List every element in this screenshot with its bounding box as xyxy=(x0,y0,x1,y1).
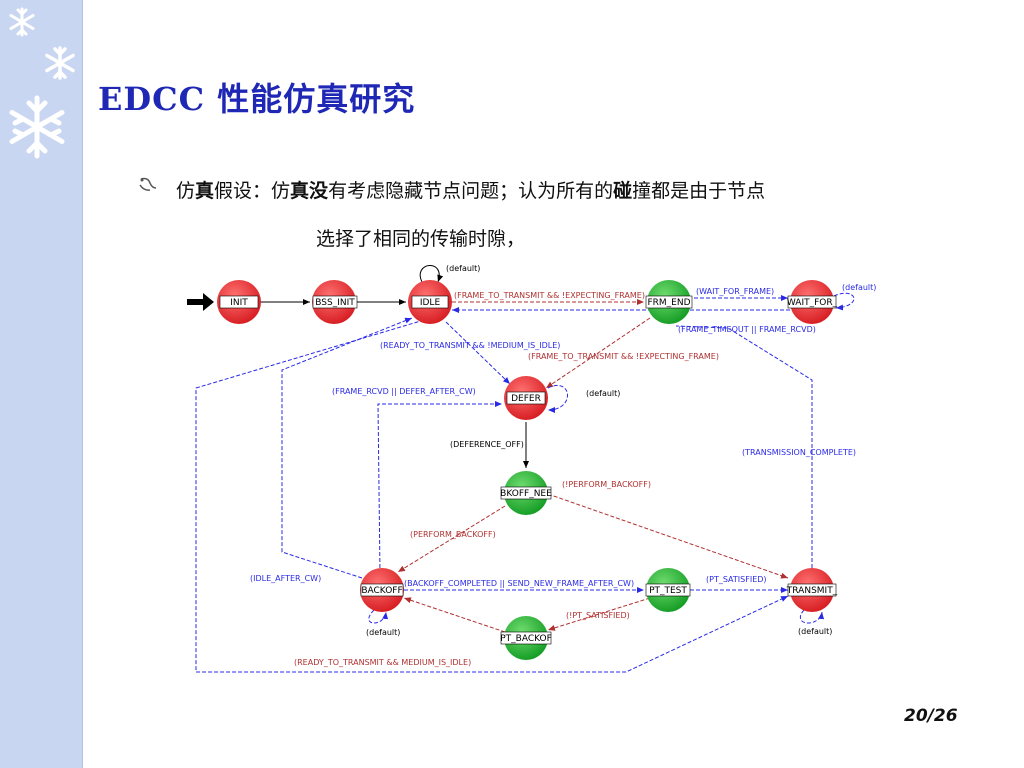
transition-idle-defer xyxy=(445,321,511,385)
edge-label: (FRAME_TO_TRANSMIT && !EXPECTING_FRAME) xyxy=(528,352,719,361)
snowflake-icon xyxy=(9,95,65,159)
edge-label: (DEFERENCE_OFF) xyxy=(450,440,524,449)
transition-defer-self-loop xyxy=(377,401,502,575)
bullet-text-part: 有考虑隐藏节点问题；认为所有的 xyxy=(328,180,614,202)
state-label: INIT xyxy=(230,298,248,308)
edge-label: (!PERFORM_BACKOFF) xyxy=(562,480,651,489)
edge-label: (WAIT_FOR_FRAME) xyxy=(696,287,774,296)
state-idle: IDLE xyxy=(408,280,452,324)
bullet-text: 仿真假设：仿真没有考虑隐藏节点问题；认为所有的碰撞都是由于节点 xyxy=(176,176,765,203)
snowflake-icon xyxy=(45,46,75,80)
page-title: EDCC 性能仿真研究 xyxy=(98,80,416,118)
arrow-pointer-icon xyxy=(187,293,214,311)
edge-label: (PERFORM_BACKOFF) xyxy=(410,530,496,539)
bullet-text-continuation: 选择了相同的传输时隙， xyxy=(316,228,526,250)
edge-label: (FRAME_RCVD || DEFER_AFTER_CW) xyxy=(332,387,476,396)
state-pt-test: PT_TEST xyxy=(645,568,691,612)
page-number: 20/26 xyxy=(904,706,958,726)
transition-transmit-idle xyxy=(675,325,813,568)
bullet-text-part: 撞都是由于节点 xyxy=(632,180,766,202)
snowflake-icon xyxy=(9,7,35,37)
edge-label: (BACKOFF_COMPLETED || SEND_NEW_FRAME_AFT… xyxy=(404,579,634,588)
state-label: PT_BACKOF xyxy=(500,634,552,644)
edge-label: (default) xyxy=(366,628,400,637)
state-backoff: BACKOFF xyxy=(360,568,404,612)
state-label: WAIT_FOR_ xyxy=(787,298,838,308)
edge-label: (TRANSMISSION_COMPLETE) xyxy=(742,448,856,457)
state-pt-backoff: PT_BACKOF xyxy=(500,616,552,660)
transition-idle-default xyxy=(419,265,444,283)
transition-frmend-defer xyxy=(545,317,651,389)
edge-label: (FRAME_TIMEOUT || FRAME_RCVD) xyxy=(678,325,816,334)
state-label: PT_TEST xyxy=(649,586,687,596)
edge-label: (!PT_SATISFIED) xyxy=(566,611,630,620)
edge-label: (IDLE_AFTER_CW) xyxy=(250,574,321,583)
transition-idle-transmit xyxy=(195,319,789,673)
state-label: BACKOFF xyxy=(361,586,402,596)
edge-label: (default) xyxy=(586,389,620,398)
state-wait-for: WAIT_FOR_ xyxy=(787,280,838,324)
transition-backoff-default xyxy=(368,609,389,624)
transition-defer-default xyxy=(547,385,568,413)
sidebar-decoration xyxy=(0,0,83,768)
edge-label: (default) xyxy=(446,264,480,273)
bullet-text-bold: 真 xyxy=(195,180,215,202)
edge-label: (default) xyxy=(842,283,876,292)
state-label: IDLE xyxy=(420,298,441,308)
state-label: FRM_END xyxy=(647,298,690,308)
transition-transmit-default xyxy=(799,609,825,624)
bullet-text-part: 假设：仿 xyxy=(214,180,291,202)
state-label: TRANSMIT_ xyxy=(786,586,838,596)
transition-bkoff-backoff xyxy=(397,505,506,573)
state-label: BKOFF_NEE xyxy=(500,489,552,499)
state-init: INIT xyxy=(217,280,261,324)
state-frm-end: FRM_END xyxy=(645,280,693,324)
state-label: DEFER xyxy=(511,394,541,404)
bullet-icon xyxy=(139,177,157,191)
transition-bkoff-transmit xyxy=(547,493,789,579)
bullet-text-bold: 碰 xyxy=(613,180,633,202)
edge-label: (READY_TO_TRANSMIT && MEDIUM_IS_IDLE) xyxy=(294,658,471,667)
state-bss-init: BSS_INIT xyxy=(312,280,358,324)
bullet-text-part: 仿 xyxy=(176,180,196,202)
transition-waitfor-default xyxy=(833,292,855,311)
state-transmit: TRANSMIT_ xyxy=(786,568,838,612)
state-bkoff-need: BKOFF_NEE xyxy=(500,471,552,515)
edge-label: (PT_SATISFIED) xyxy=(706,575,767,584)
state-label: BSS_INIT xyxy=(315,298,355,308)
transition-backoff-idle xyxy=(281,317,413,579)
state-defer: DEFER xyxy=(504,376,548,420)
transition-ptbackoff-backoff xyxy=(403,597,506,633)
edge-label: (default) xyxy=(798,627,832,636)
edge-label: (FRAME_TO_TRANSMIT && !EXPECTING_FRAME) xyxy=(454,291,645,300)
edge-label: (READY_TO_TRANSMIT && !MEDIUM_IS_IDLE) xyxy=(380,341,560,350)
bullet-text-bold: 真没 xyxy=(290,180,329,202)
